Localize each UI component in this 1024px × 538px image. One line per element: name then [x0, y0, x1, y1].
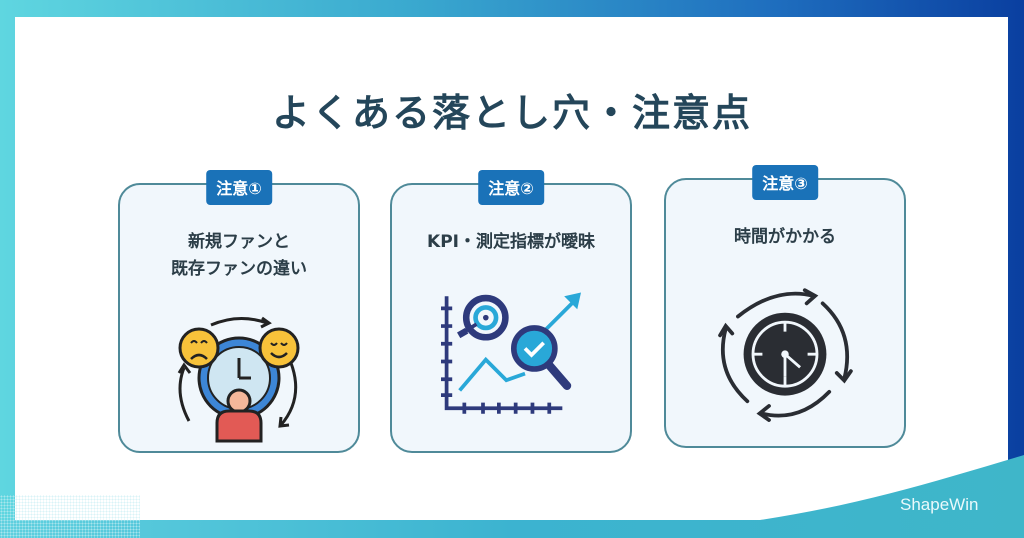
card-title-line: 新規ファンと: [188, 232, 290, 252]
kpi-analytics-icon: [441, 292, 581, 414]
caution-card-3: 注意③ 時間がかかる: [664, 165, 906, 448]
card-title: KPI・測定指標が曖昧: [392, 229, 630, 256]
card-title-line: KPI・測定指標が曖昧: [427, 232, 595, 252]
caution-card-1: 注意① 新規ファンと 既存ファンの違い: [118, 170, 360, 453]
caution-badge: 注意②: [478, 170, 544, 205]
card-title-line: 既存ファンの違い: [171, 259, 307, 279]
shapewin-logo: ShapeWin: [900, 495, 979, 514]
card-title: 新規ファンと 既存ファンの違い: [120, 229, 358, 283]
dot-pattern-decoration: [0, 495, 140, 538]
caution-badge: 注意③: [752, 165, 818, 200]
caution-badge: 注意①: [206, 170, 272, 205]
page-title: よくある落とし穴・注意点: [271, 91, 752, 135]
card-title: 時間がかかる: [666, 224, 904, 251]
caution-card-2: 注意② KPI・測定指標が曖昧: [390, 170, 632, 453]
emotion-change-cycle-icon: [177, 316, 300, 443]
card-title-line: 時間がかかる: [734, 227, 836, 247]
clock-cycle-icon: [718, 288, 853, 422]
